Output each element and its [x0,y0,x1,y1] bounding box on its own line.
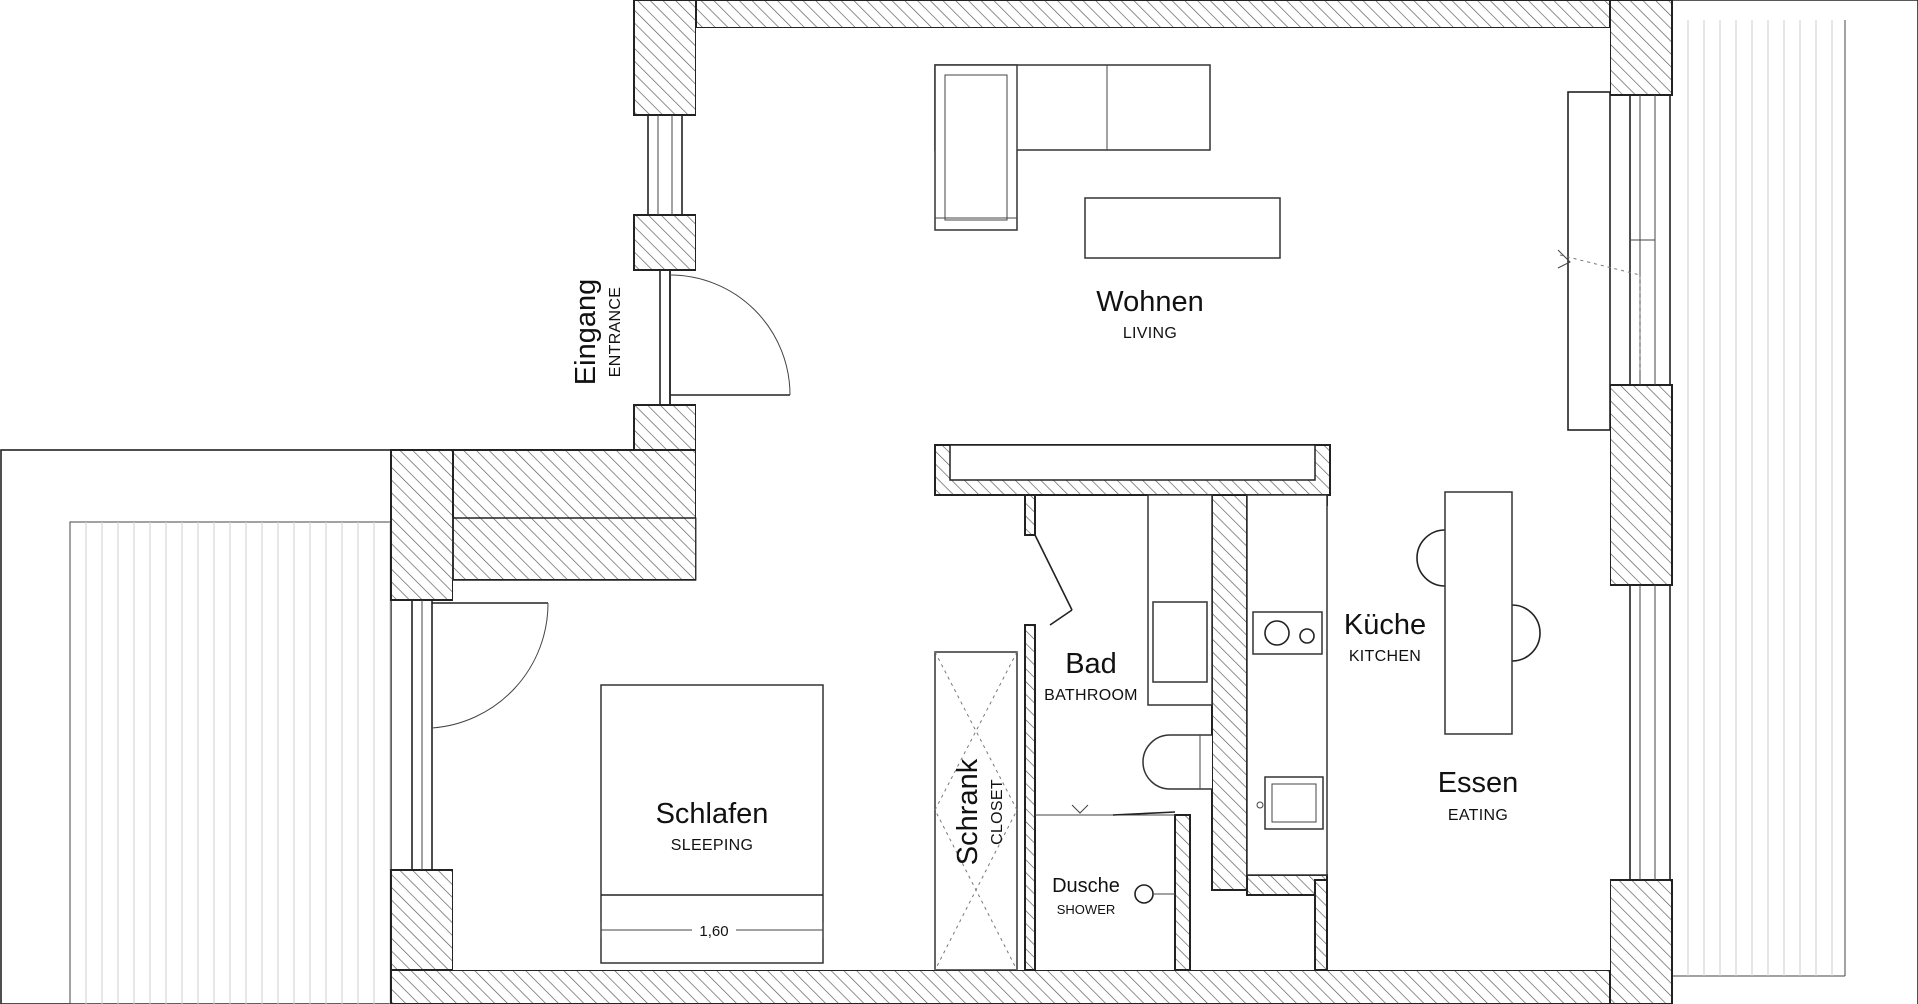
room-sublabel-essen: EATING [1448,807,1508,824]
bathroom-fixtures [1142,494,1213,790]
bedroom-door [411,599,549,871]
bed: 1,60 [600,684,824,964]
shower-partition [1035,804,1176,904]
room-label-wohnen: Wohnen [1096,286,1204,318]
dining-table [1416,491,1541,735]
kitchen-sink [1256,776,1324,830]
bed-width-label: 1,60 [699,923,728,940]
bathroom-door [1025,534,1073,626]
interior-walls [934,444,1331,971]
room-sublabel-wohnen: LIVING [1123,325,1177,342]
room-sublabel-schlafen: SLEEPING [671,837,753,854]
entrance-door [659,269,791,406]
window-right-upper [1557,91,1671,431]
right-balcony [1672,0,1918,1004]
room-sublabel-schrank: CLOSET [989,779,1006,845]
room-label-dusche: Dusche [1052,875,1120,897]
room-label-schrank: Schrank [952,758,984,865]
room-label-kueche: Küche [1344,609,1426,641]
room-sublabel-eingang: ENTRANCE [607,287,624,377]
window-right-lower [1629,584,1671,881]
kitchen-counter [1246,494,1328,876]
closet [934,651,1018,971]
room-sublabel-dusche: SHOWER [1057,902,1116,917]
room-labels: Wohnen LIVING Küche KITCHEN Essen EATING… [570,279,1518,917]
cooktop [1252,611,1323,655]
sofa [934,64,1211,231]
room-label-eingang: Eingang [570,279,602,385]
room-label-essen: Essen [1438,767,1519,799]
room-sublabel-bad: BATHROOM [1044,687,1138,704]
room-sublabel-kueche: KITCHEN [1349,648,1421,665]
room-label-bad: Bad [1065,648,1117,680]
room-label-schlafen: Schlafen [656,798,769,830]
left-terrace [0,449,392,1004]
window-upper-left [647,114,683,216]
coffee-table [1084,197,1281,259]
